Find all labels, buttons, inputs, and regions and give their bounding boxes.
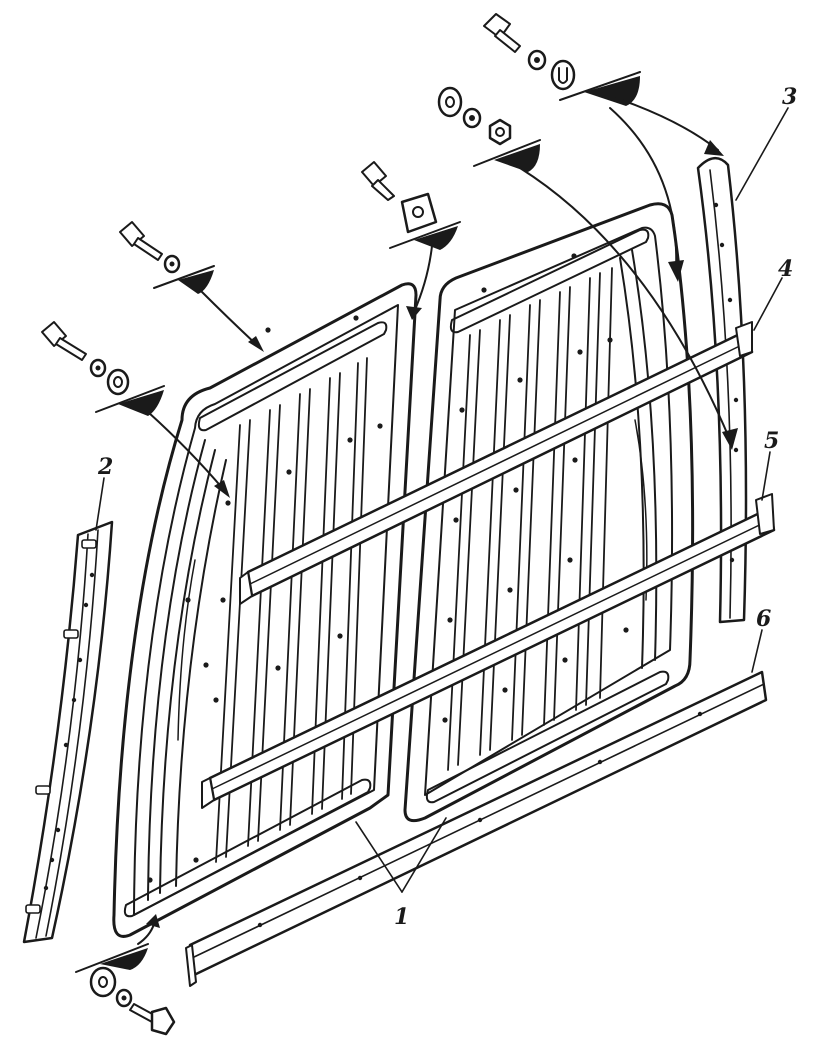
callout-leaders [95, 107, 789, 893]
fastener-set-upper-left [119, 221, 181, 274]
left-panel [112, 282, 418, 938]
assembly-arrows [75, 71, 738, 973]
callout-label-6: 6 [756, 606, 771, 632]
fastener-set-mid-right [437, 86, 512, 146]
fastener-set-top-center [361, 161, 438, 234]
fastener-set-top-right [483, 13, 576, 91]
callout-label-2: 2 [97, 454, 113, 480]
bottom-rail-6 [185, 670, 768, 987]
callout-label-1: 1 [394, 904, 409, 930]
cross-rail-4 [239, 321, 754, 605]
callout-label-3: 3 [782, 84, 797, 110]
fastener-set-bottom-left [89, 966, 176, 1036]
callout-label-5: 5 [764, 428, 779, 454]
cross-rail-5 [201, 493, 776, 809]
curved-strip-2 [22, 520, 114, 944]
fastener-set-left [41, 321, 130, 396]
callout-label-4: 4 [778, 256, 793, 282]
